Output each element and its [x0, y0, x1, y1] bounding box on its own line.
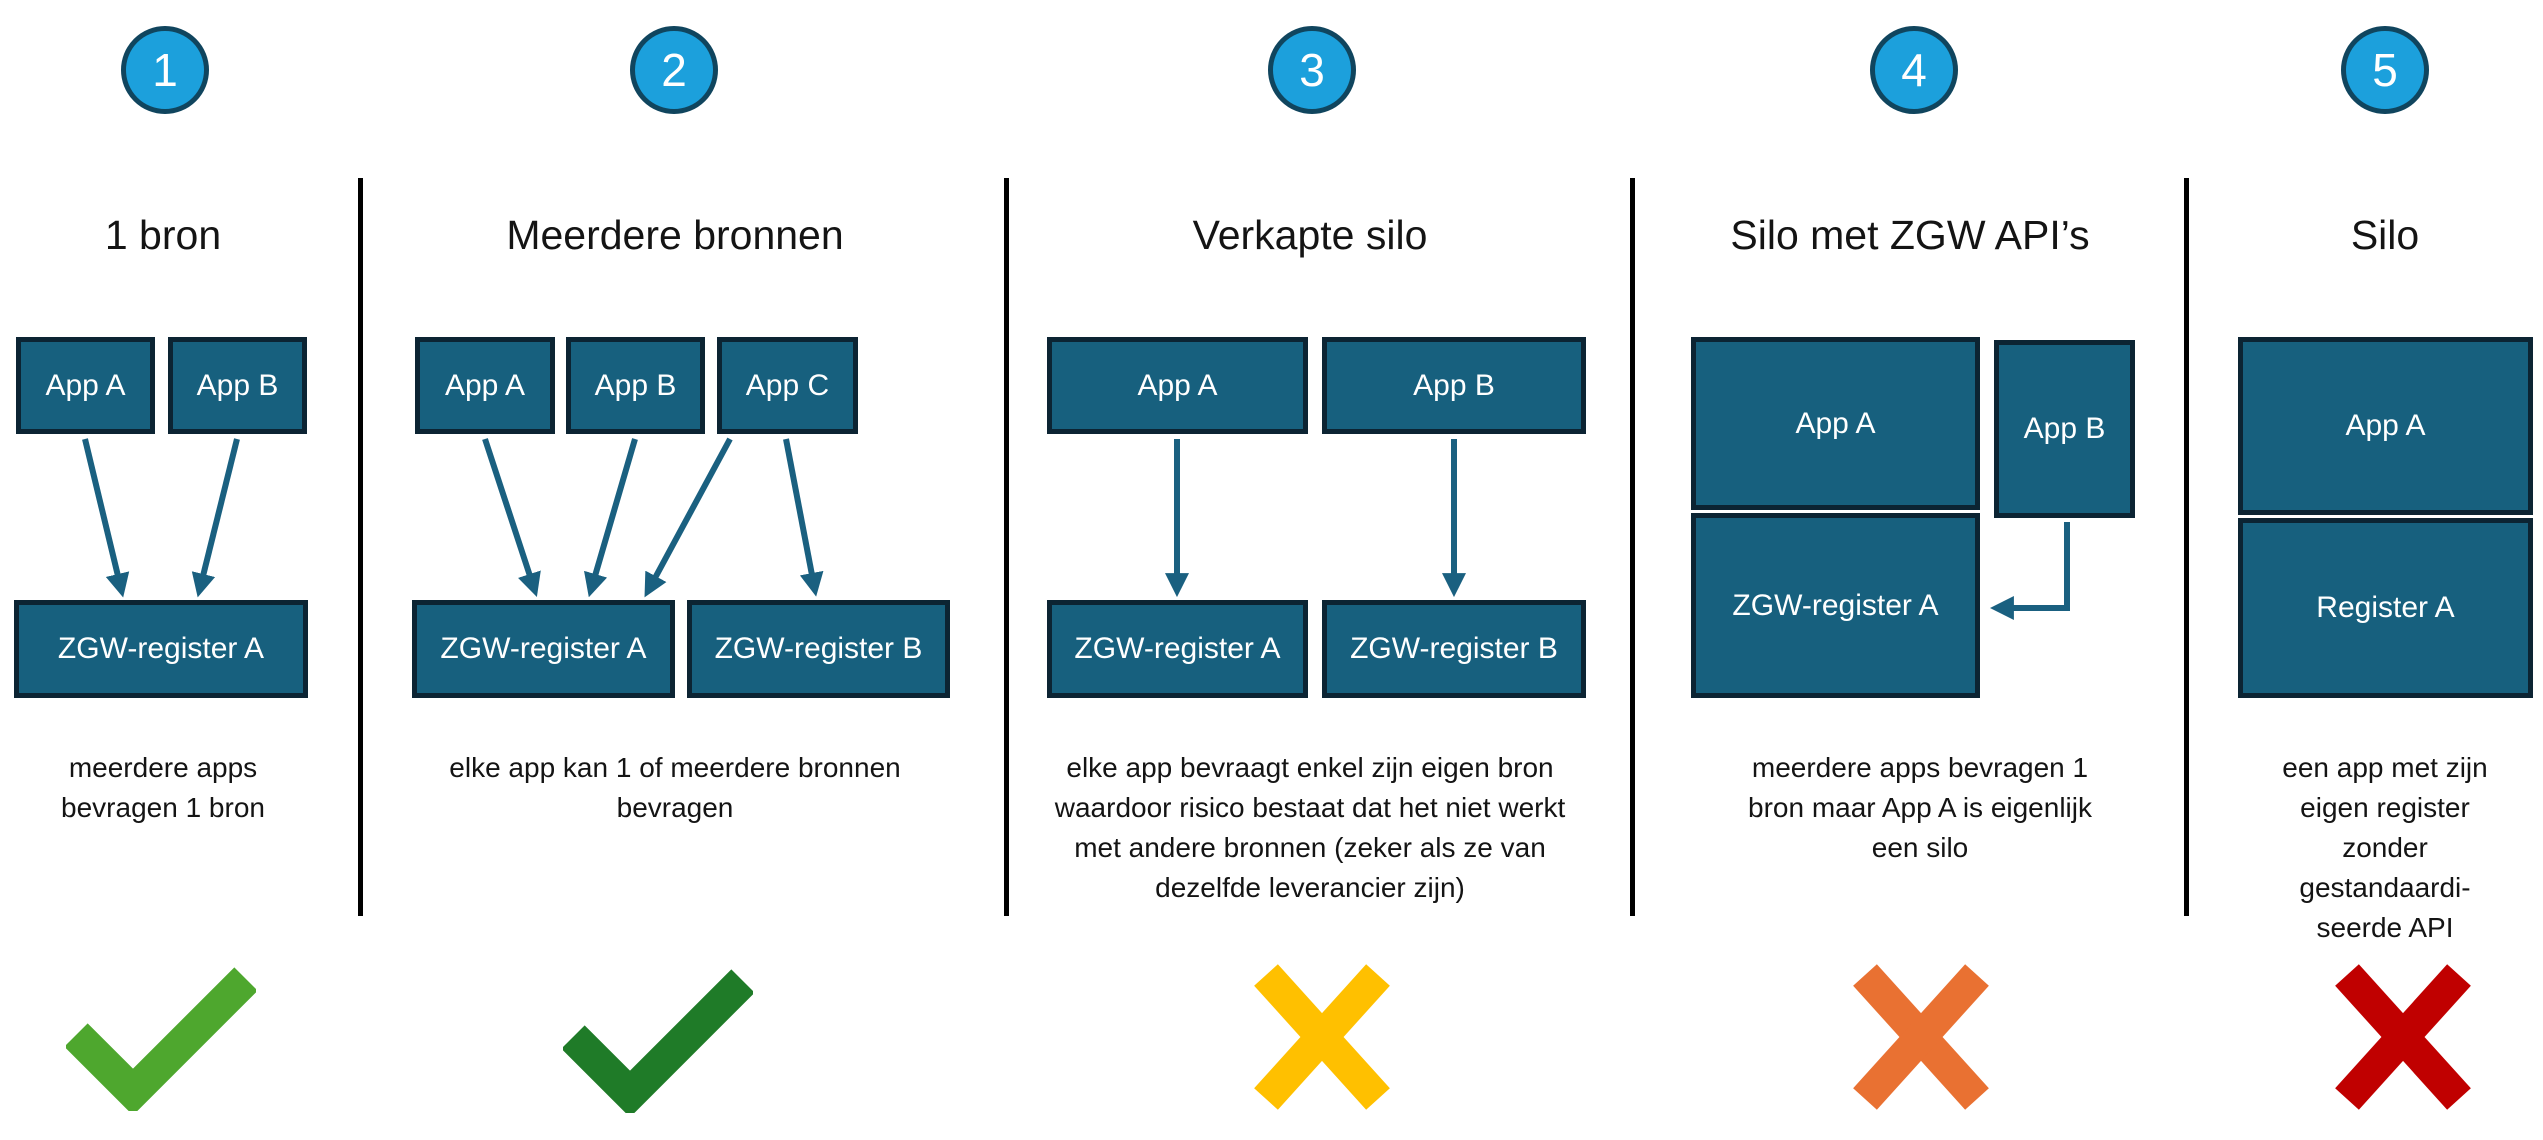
step-number: 2 [661, 44, 687, 96]
step-badge-3: 3 [1268, 26, 1356, 114]
col1-register-a-box: ZGW-register A [14, 600, 308, 698]
col2-register-b-box: ZGW-register B [687, 600, 950, 698]
column-description-5: een app met zijn eigen register zonder g… [2282, 752, 2488, 943]
arrow-col1-appA-to-registerA [82, 438, 130, 598]
cross-col5 [2335, 964, 2471, 1110]
col2-app-b-box: App B [566, 337, 705, 434]
divider-4 [2184, 178, 2189, 916]
step-number: 3 [1299, 44, 1325, 96]
arrow-col2-appC-to-registerA [644, 437, 733, 598]
column-description-4: meerdere apps bevragen 1 bron maar App A… [1748, 752, 2092, 863]
step-number: 1 [152, 44, 178, 96]
col4-app-b-box: App B [1994, 340, 2135, 518]
col5-app-a-box: App A [2238, 337, 2533, 515]
column-title-3: Verkapte silo [1192, 212, 1428, 258]
cross-col3 [1254, 964, 1390, 1110]
arrow-col1-appB-to-registerA [191, 438, 240, 598]
checkmark-col1 [66, 967, 256, 1111]
column-title-5: Silo [2350, 212, 2420, 258]
step-number: 4 [1901, 44, 1927, 96]
col3-register-a-box: ZGW-register A [1047, 600, 1308, 698]
arrow-col2-appB-to-registerA [584, 438, 638, 598]
divider-2 [1004, 178, 1009, 916]
column-description-2: elke app kan 1 of meerdere bronnen bevra… [449, 752, 901, 823]
step-badge-1: 1 [121, 26, 209, 114]
step-number: 5 [2372, 44, 2398, 96]
column-description-3: elke app bevraagt enkel zijn eigen bron … [1054, 752, 1566, 903]
col1-app-a-box: App A [16, 337, 155, 434]
col3-app-b-box: App B [1322, 337, 1586, 434]
col3-register-b-box: ZGW-register B [1322, 600, 1586, 698]
divider-3 [1630, 178, 1635, 916]
divider-1 [358, 178, 363, 916]
column-title-2: Meerdere bronnen [506, 212, 844, 258]
col4-register-a-box: ZGW-register A [1691, 513, 1980, 698]
col1-app-b-box: App B [168, 337, 307, 434]
column-title-1: 1 bron [104, 212, 222, 258]
col2-app-a-box: App A [415, 337, 555, 434]
step-badge-2: 2 [630, 26, 718, 114]
col3-app-a-box: App A [1047, 337, 1308, 434]
col4-app-a-box: App A [1691, 337, 1980, 510]
arrow-col2-appA-to-registerA [482, 438, 541, 597]
col5-register-a-box: Register A [2238, 518, 2533, 698]
column-title-4: Silo met ZGW API’s [1730, 212, 2090, 258]
arrow-col4-appB-to-registerA [1989, 522, 2070, 620]
col2-app-c-box: App C [717, 337, 858, 434]
step-badge-4: 4 [1870, 26, 1958, 114]
step-badge-5: 5 [2341, 26, 2429, 114]
col2-register-a-box: ZGW-register A [412, 600, 675, 698]
arrow-col2-appC-to-registerB [783, 438, 824, 597]
cross-col4 [1853, 964, 1989, 1110]
checkmark-col2 [563, 969, 753, 1113]
column-description-1: meerdere apps bevragen 1 bron [61, 752, 265, 823]
